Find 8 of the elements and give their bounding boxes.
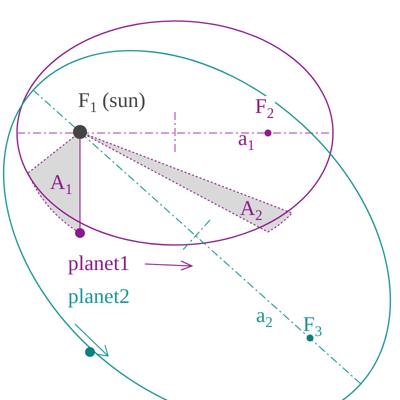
planet-label: planet2	[68, 286, 130, 307]
axis-label: a$_{1}$	[238, 128, 255, 154]
planet-label: planet1	[68, 253, 130, 274]
axis-label: a$_{2}$	[256, 305, 273, 331]
point-label: F$_{1}$ (sun)	[78, 90, 146, 116]
area-label: A$_{1}$	[50, 172, 73, 198]
area-label: A$_{2}$	[240, 198, 263, 224]
point-label: F$_{3}$	[303, 314, 322, 340]
